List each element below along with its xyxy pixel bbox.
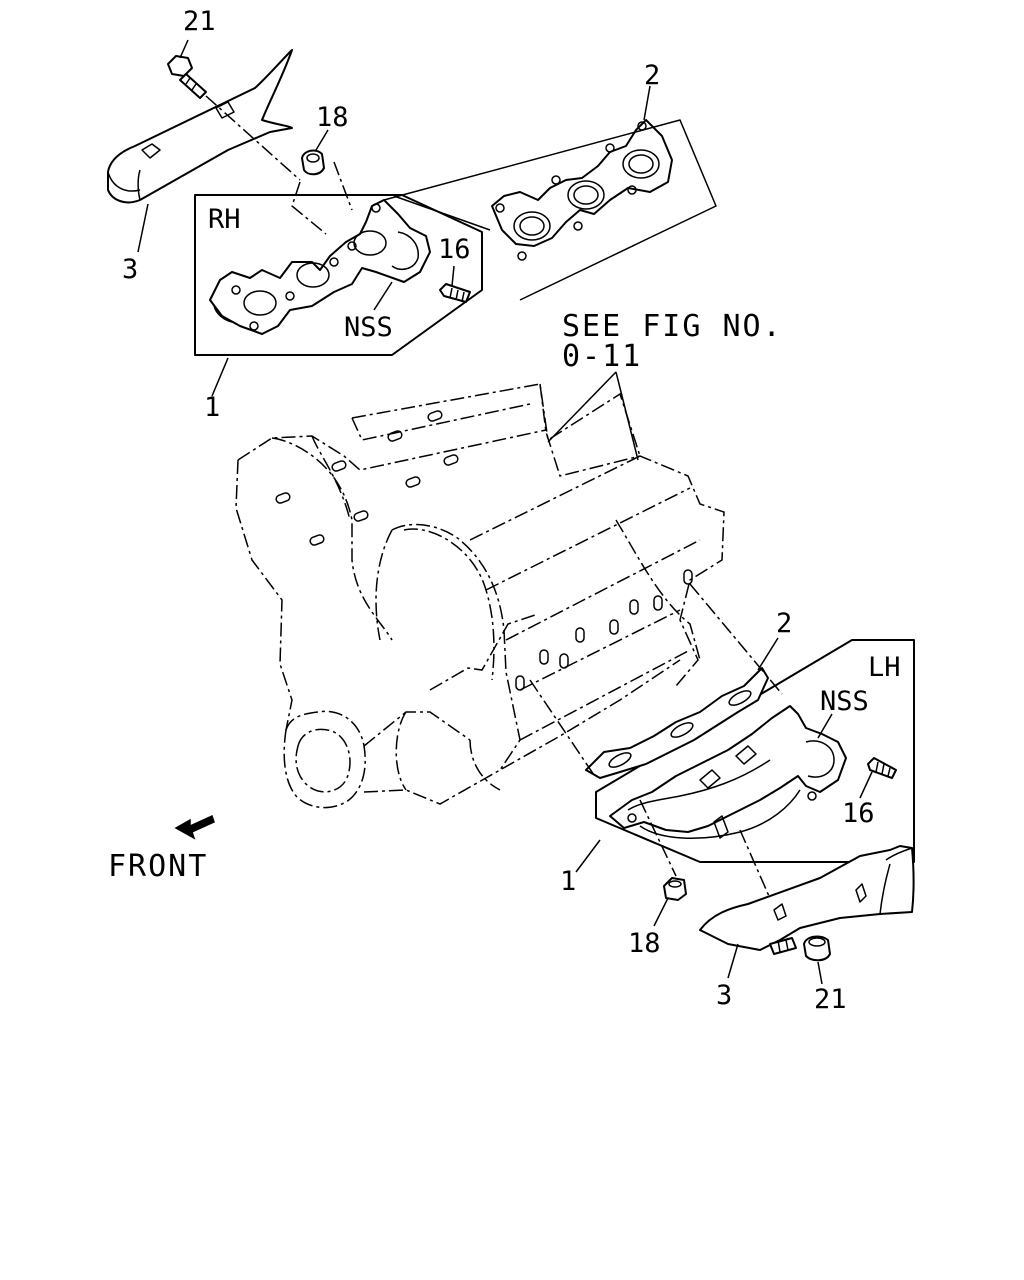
- phantom-line-21-top: [205, 95, 301, 181]
- callout-21-top: 21: [183, 6, 216, 37]
- front-arrow-icon: [174, 814, 215, 840]
- lh-bolt-21: [769, 935, 831, 962]
- callout-2-top: 2: [644, 60, 660, 91]
- callout-1-bottom: 1: [560, 866, 576, 897]
- leader-18-top: [315, 129, 329, 151]
- engine-block-phantom: [235, 383, 725, 809]
- see-fig-line1: SEE FIG NO.: [562, 309, 783, 344]
- rh-gasket-leader-box: [383, 119, 717, 301]
- phantom-line-18-top: [333, 161, 353, 211]
- lh-label: LH: [868, 652, 901, 683]
- callout-1-top: 1: [204, 392, 220, 423]
- see-fig-line2: 0-11: [562, 339, 642, 374]
- rh-label: RH: [208, 204, 241, 235]
- leader-16-top: [451, 265, 455, 287]
- callout-16-bottom: 16: [842, 798, 875, 829]
- rh-gasket-2: [491, 119, 673, 261]
- lh-exhaust-manifold: [609, 705, 847, 839]
- callout-21-bottom: 21: [814, 984, 847, 1015]
- leader-3-top: [137, 203, 149, 253]
- leader-18-bottom: [653, 897, 669, 927]
- callout-2-bottom: 2: [776, 608, 792, 639]
- leader-3-bottom: [727, 943, 739, 979]
- front-label: FRONT: [108, 849, 208, 884]
- leader-2-top: [643, 85, 651, 121]
- rh-nut-18: [301, 149, 325, 176]
- leader-21-top: [179, 39, 189, 59]
- callout-16-top: 16: [438, 234, 471, 265]
- leader-1-bottom: [575, 839, 601, 873]
- lh-nut-18: [663, 877, 687, 901]
- lh-heat-shield: [699, 845, 915, 951]
- leader-1-top: [211, 357, 229, 397]
- rh-heat-shield: [107, 49, 293, 204]
- callout-3-bottom: 3: [716, 980, 732, 1011]
- callout-3-top: 3: [122, 254, 138, 285]
- rh-bolt-21: [167, 55, 207, 99]
- leader-2-bottom: [757, 637, 779, 671]
- leader-nss-top: [373, 281, 393, 311]
- callout-18-bottom: 18: [628, 928, 661, 959]
- callout-nss-bottom: NSS: [820, 686, 869, 717]
- callout-18-top: 18: [316, 102, 349, 133]
- see-fig-leader: [547, 371, 639, 461]
- leader-16-bottom: [859, 771, 873, 799]
- leader-nss-bottom: [817, 713, 833, 739]
- rh-exhaust-manifold: [209, 199, 431, 335]
- callout-nss-top: NSS: [344, 312, 393, 343]
- lh-gasket-2: [585, 667, 769, 779]
- leader-21-bottom: [817, 961, 823, 985]
- engine-bolt-holes: [275, 410, 693, 691]
- rh-stud-16: [439, 283, 471, 303]
- lh-stud-16: [867, 757, 897, 779]
- phantom-line-rh-stud: [291, 181, 327, 235]
